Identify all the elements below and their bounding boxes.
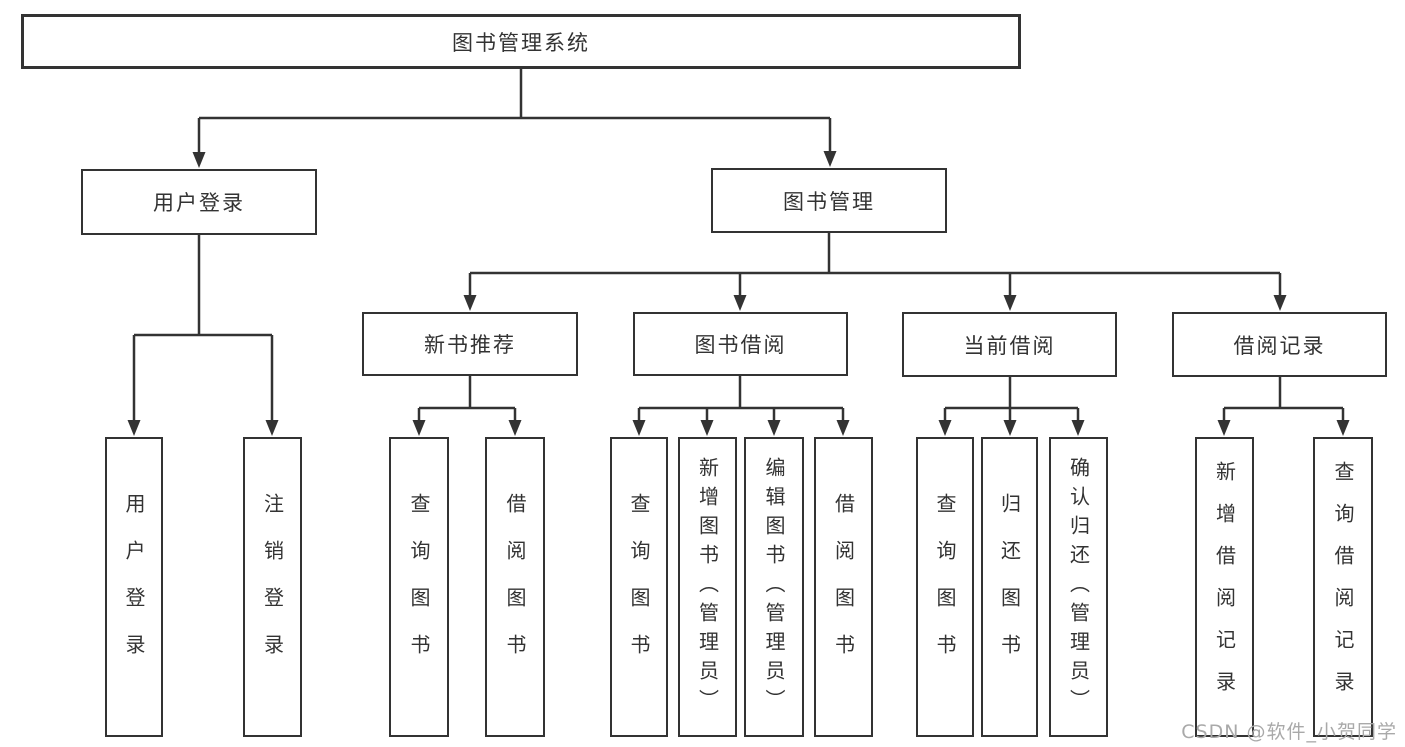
leaf-borrow-borrow-book: 借阅图书 xyxy=(814,437,873,737)
leaf-current-return-book-label: 归还图书 xyxy=(997,493,1022,681)
arrowheads xyxy=(127,151,1350,436)
leaf-recommend-borrow-book: 借阅图书 xyxy=(485,437,545,737)
leaf-recommend-query-book-label: 查询图书 xyxy=(407,493,431,681)
leaf-current-confirm-return-admin-label: 确认归还（管理员） xyxy=(1066,456,1091,718)
leaf-recommend-borrow-book-label: 借阅图书 xyxy=(503,493,527,681)
node-new-book-recommend-label: 新书推荐 xyxy=(424,333,516,357)
node-root-label: 图书管理系统 xyxy=(452,30,590,55)
leaf-records-query-record-label: 查询借阅记录 xyxy=(1331,461,1355,713)
leaf-user-login-label: 用户登录 xyxy=(122,493,146,681)
node-current-borrow: 当前借阅 xyxy=(902,312,1117,377)
leaf-borrow-add-book-admin-label: 新增图书（管理员） xyxy=(695,456,720,718)
node-book-borrow: 图书借阅 xyxy=(633,312,848,376)
leaf-borrow-query-book: 查询图书 xyxy=(610,437,668,737)
leaf-current-query-book-label: 查询图书 xyxy=(933,493,957,681)
leaf-borrow-add-book-admin: 新增图书（管理员） xyxy=(678,437,737,737)
leaf-borrow-edit-book-admin-label: 编辑图书（管理员） xyxy=(762,456,786,718)
node-user-login-label: 用户登录 xyxy=(153,191,245,215)
node-borrow-records-label: 借阅记录 xyxy=(1233,333,1326,358)
leaf-logout-label: 注销登录 xyxy=(260,493,285,681)
node-book-management: 图书管理 xyxy=(711,168,947,233)
node-borrow-records: 借阅记录 xyxy=(1172,312,1387,377)
leaf-recommend-query-book: 查询图书 xyxy=(389,437,449,737)
leaf-records-query-record: 查询借阅记录 xyxy=(1313,437,1373,737)
leaf-current-confirm-return-admin: 确认归还（管理员） xyxy=(1049,437,1108,737)
node-user-login: 用户登录 xyxy=(81,169,317,235)
leaf-current-return-book: 归还图书 xyxy=(981,437,1038,737)
leaf-logout: 注销登录 xyxy=(243,437,302,737)
leaf-user-login: 用户登录 xyxy=(105,437,163,737)
leaf-borrow-query-book-label: 查询图书 xyxy=(627,493,651,681)
node-new-book-recommend: 新书推荐 xyxy=(362,312,578,376)
leaf-records-add-record: 新增借阅记录 xyxy=(1195,437,1254,737)
leaf-borrow-edit-book-admin: 编辑图书（管理员） xyxy=(744,437,804,737)
csdn-watermark: CSDN @软件_小贺同学 xyxy=(1181,721,1397,743)
node-book-management-label: 图书管理 xyxy=(783,189,875,214)
node-current-borrow-label: 当前借阅 xyxy=(963,333,1056,358)
node-root: 图书管理系统 xyxy=(21,14,1021,69)
leaf-current-query-book: 查询图书 xyxy=(916,437,974,737)
leaf-borrow-borrow-book-label: 借阅图书 xyxy=(831,493,856,681)
node-book-borrow-label: 图书借阅 xyxy=(694,333,787,357)
leaf-records-add-record-label: 新增借阅记录 xyxy=(1212,461,1237,713)
